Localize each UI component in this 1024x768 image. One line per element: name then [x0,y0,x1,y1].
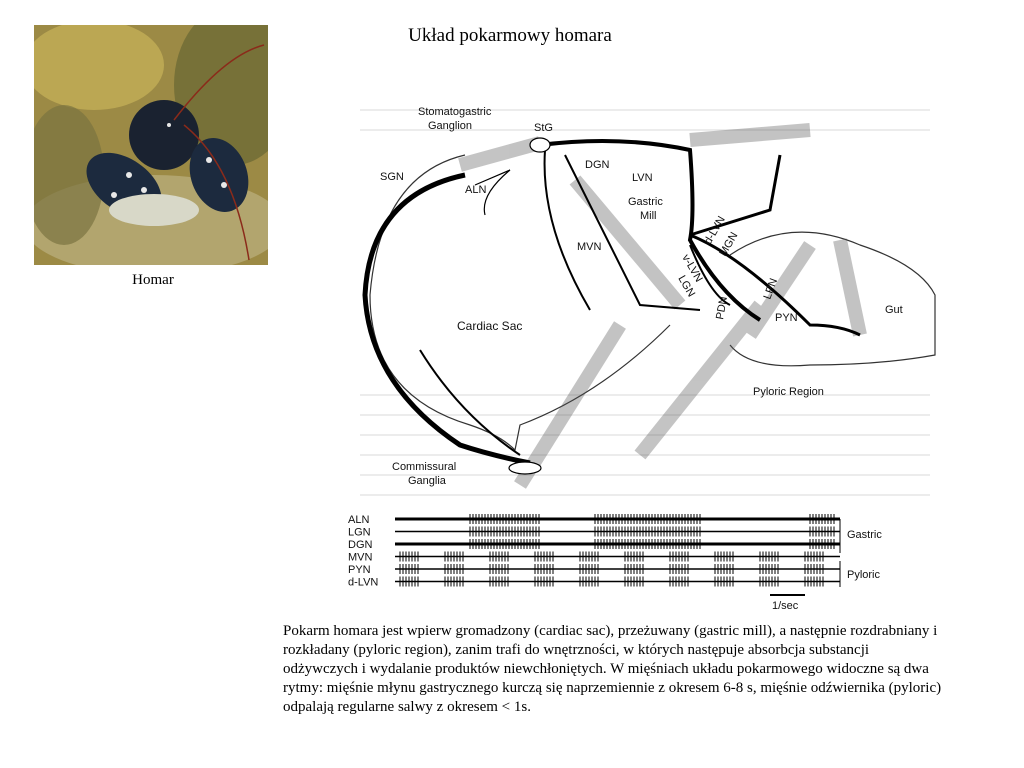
label-mgn: MGN [717,230,740,258]
label-dgn: DGN [585,159,610,171]
label-stg: StG [534,122,553,134]
trace-spikes-aln [469,514,835,524]
trace-spikes-d-lvn [399,576,824,587]
label-sgn: SGN [380,171,404,183]
trace-group-pyloric: Pyloric [847,569,881,581]
trace-spikes-mvn [399,551,824,562]
label-pyloric-region: Pyloric Region [753,386,824,398]
trace-group-gastric: Gastric [847,529,882,541]
page-title: Układ pokarmowy homara [408,25,612,46]
trace-label-aln: ALN [348,514,369,526]
scale-label: 1/sec [772,600,799,612]
label-cardiac-sac: Cardiac Sac [457,319,522,333]
label-pyn: PYN [775,312,798,324]
photo-caption: Homar [132,272,174,288]
trace-spikes-dgn [469,539,835,549]
label-aln: ALN [465,184,486,196]
trace-spikes-pyn [399,564,824,574]
label-gastric: Gastric [628,196,663,208]
label-mill: Mill [640,210,657,222]
trace-label-pyn: PYN [348,564,371,576]
label-stomatogastric: Stomatogastric [418,106,492,118]
label-mvn: MVN [577,241,602,253]
label-gut: Gut [885,304,903,316]
trace-label-mvn: MVN [348,552,373,564]
digestive-system-diagram: Stomatogastric Ganglion StG SGN ALN DGN … [340,95,940,615]
lobster-photo [34,25,268,265]
trace-spikes-lgn [469,526,835,537]
label-commissural: Commissural [392,461,456,473]
label-ganglia: Ganglia [408,475,447,487]
trace-label-dgn: DGN [348,539,373,551]
label-lvn: LVN [632,172,653,184]
label-ganglion: Ganglion [428,120,472,132]
trace-label-lgn: LGN [348,527,371,539]
trace-label-d-lvn: d-LVN [348,577,378,589]
label-pdn: PDN [714,296,730,321]
description-text: Pokarm homara jest wpierw gromadzony (ca… [283,623,942,715]
